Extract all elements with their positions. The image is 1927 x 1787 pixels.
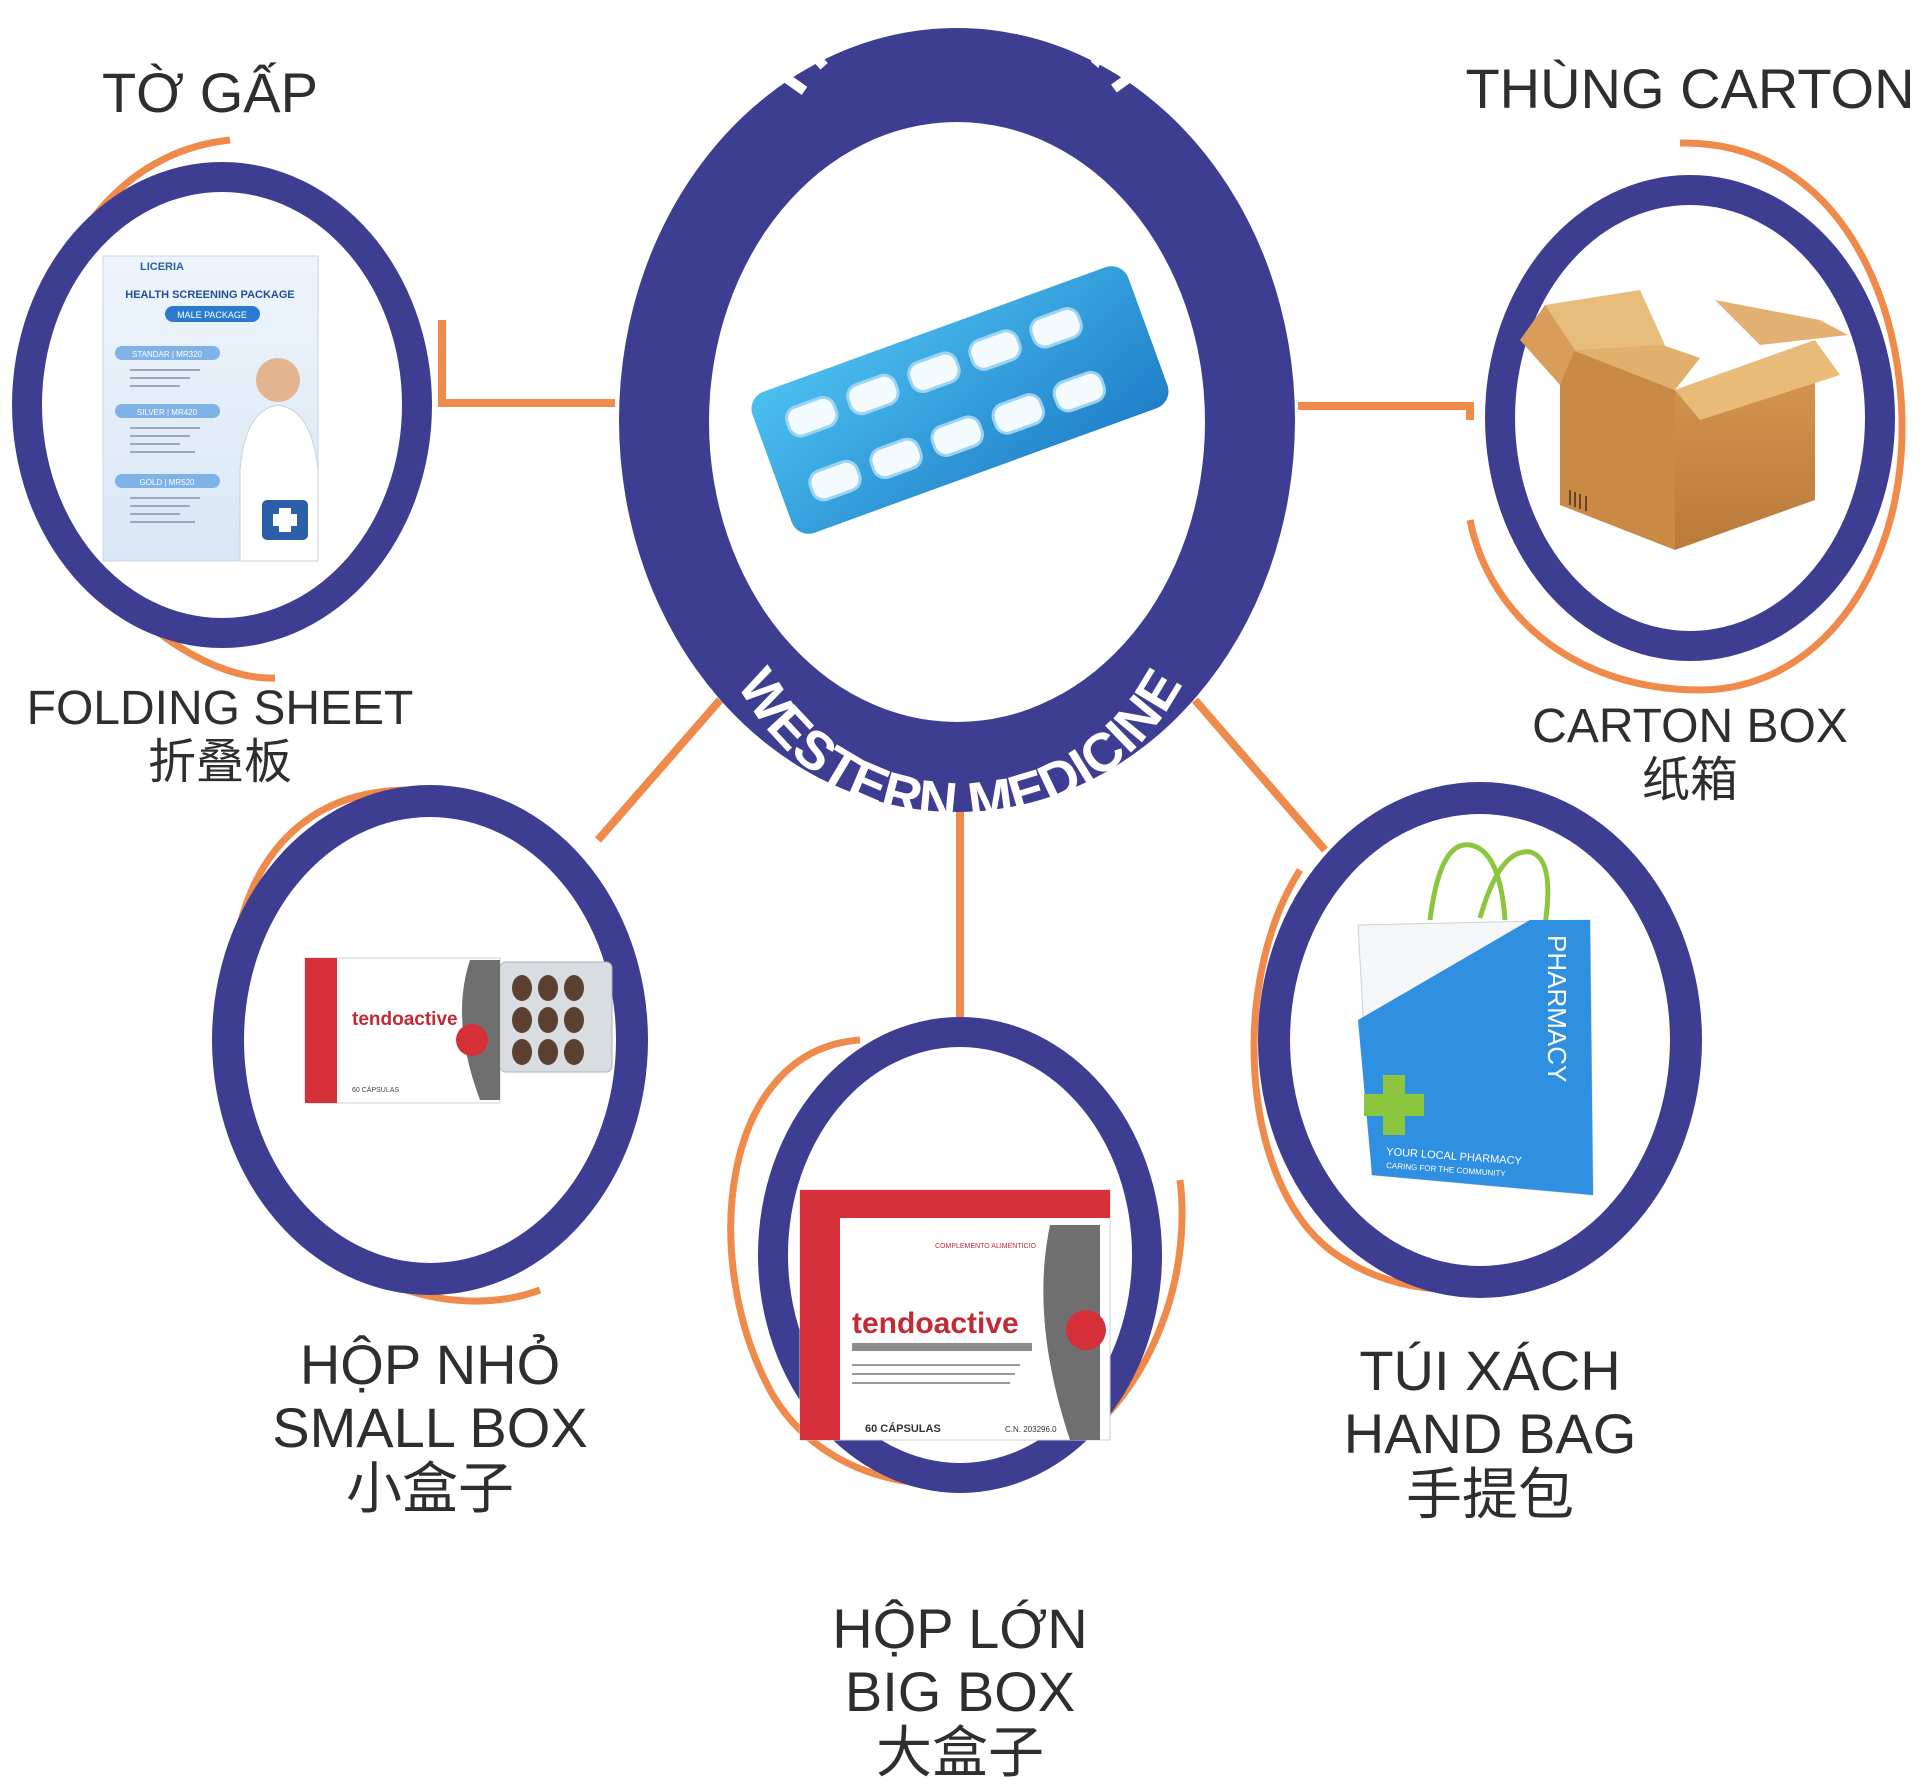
big-box-node: COMPLEMENTO ALIMENTICIO tendoactive 60 C…	[727, 1017, 1186, 1493]
big-box-title-en: BIG BOX	[844, 1659, 1076, 1723]
big-box-title-zh: 大盒子	[876, 1721, 1044, 1787]
big-box-product-image: COMPLEMENTO ALIMENTICIO tendoactive 60 C…	[799, 1189, 1111, 1441]
svg-text:tendoactive: tendoactive	[852, 1307, 1019, 1340]
big-box-orange-arc	[727, 1036, 1186, 1488]
big-box-caption: HỘP LỚN BIG BOX 大盒子	[760, 1597, 1160, 1787]
carton-box-node	[1466, 139, 1906, 694]
hand-bag-node: PHARMACY YOUR LOCAL PHARMACY CARING FOR …	[1250, 782, 1702, 1298]
small-box-title-zh: 小盒子	[346, 1457, 514, 1523]
carton-box-title-vi: THÙNG CARTON	[1465, 57, 1915, 120]
center-node: THUỐC TÂY WESTERN MEDICINE	[619, 0, 1295, 833]
hand-bag-caption: TÚI XÁCH HAND BAG 手提包	[1290, 1339, 1690, 1529]
connector-small-box	[594, 697, 724, 843]
svg-text:HEALTH SCREENING PACKAGE: HEALTH SCREENING PACKAGE	[125, 289, 295, 301]
carton-box-image	[1520, 290, 1848, 550]
svg-text:STANDAR | MR320: STANDAR | MR320	[132, 350, 202, 359]
leaflet-image: LICERIA HEALTH SCREENING PACKAGE MALE PA…	[102, 255, 319, 562]
small-box-title-en: SMALL BOX	[272, 1395, 588, 1459]
svg-text:tendoactive: tendoactive	[352, 1009, 458, 1030]
connector-lines	[438, 320, 1474, 1030]
carton-box-title-en: CARTON BOX	[1532, 700, 1848, 753]
small-box-caption: HỘP NHỎ SMALL BOX 小盒子	[230, 1333, 630, 1523]
svg-text:SILVER | MR420: SILVER | MR420	[137, 408, 198, 417]
svg-text:60 CÁPSULAS: 60 CÁPSULAS	[865, 1422, 941, 1435]
svg-text:GOLD | MR520: GOLD | MR520	[140, 478, 196, 487]
folding-sheet-node: LICERIA HEALTH SCREENING PACKAGE MALE PA…	[12, 136, 432, 682]
folding-sheet-title-en: FOLDING SHEET	[26, 682, 414, 735]
hand-bag-title-vi: TÚI XÁCH	[1359, 1339, 1621, 1402]
svg-text:C.N. 203296.0: C.N. 203296.0	[1005, 1425, 1057, 1434]
carton-box-caption: CARTON BOX 纸箱	[1490, 700, 1890, 808]
small-box-node: tendoactive 60 CÁPSULAS	[212, 785, 648, 1305]
connector-carton-box	[1298, 402, 1474, 420]
small-box-product-image: tendoactive 60 CÁPSULAS	[304, 957, 613, 1104]
carton-box-title-zh: 纸箱	[1641, 751, 1738, 808]
svg-text:MALE PACKAGE: MALE PACKAGE	[177, 310, 247, 320]
svg-text:LICERIA: LICERIA	[140, 261, 184, 273]
folding-sheet-title-zh: 折叠板	[147, 733, 292, 790]
folding-sheet-caption: FOLDING SHEET 折叠板	[20, 682, 420, 790]
svg-text:COMPLEMENTO ALIMENTICIO: COMPLEMENTO ALIMENTICIO	[935, 1243, 1037, 1250]
big-box-title-vi: HỘP LỚN	[832, 1597, 1088, 1660]
small-box-title-vi: HỘP NHỎ	[299, 1333, 561, 1396]
svg-text:60 CÁPSULAS: 60 CÁPSULAS	[352, 1085, 399, 1094]
hand-bag-title-zh: 手提包	[1406, 1463, 1574, 1529]
carton-box-orange-arc	[1466, 139, 1906, 694]
hand-bag-title-en: HAND BAG	[1343, 1401, 1637, 1465]
svg-text:PHARMACY: PHARMACY	[1542, 935, 1572, 1082]
blister-pack-image	[751, 266, 1169, 534]
connector-folding-sheet	[438, 320, 615, 407]
folding-sheet-title-vi: TỜ GẤP	[101, 61, 319, 124]
hand-bag-image: PHARMACY YOUR LOCAL PHARMACY CARING FOR …	[1357, 842, 1594, 1196]
connector-hand-bag	[1191, 697, 1329, 853]
